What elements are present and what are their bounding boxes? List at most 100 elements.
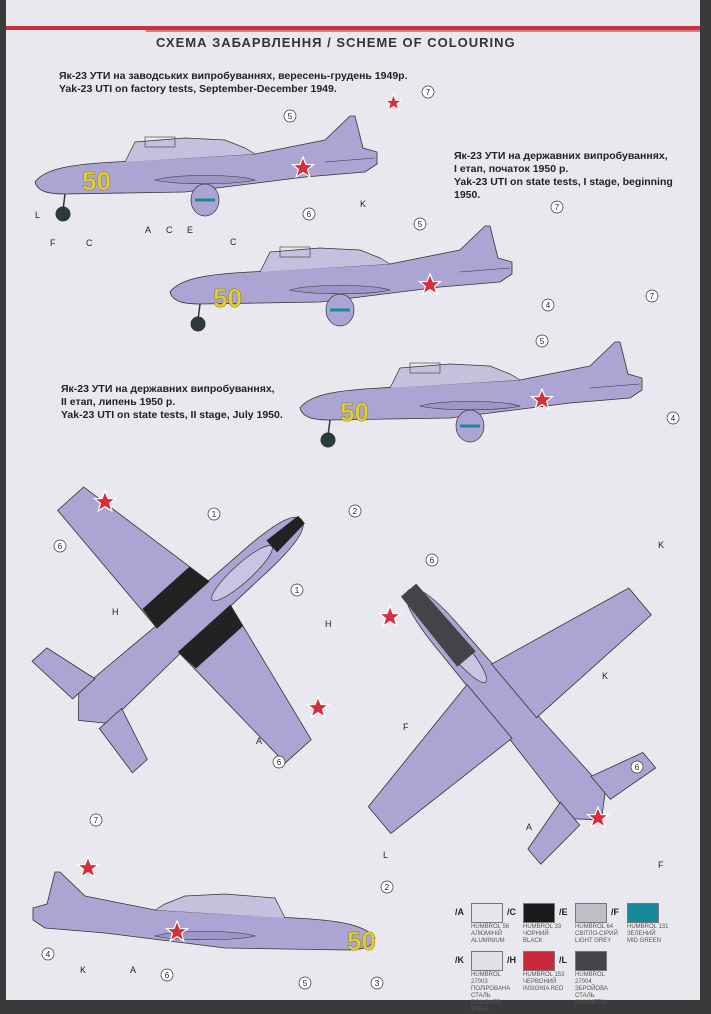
label-F3: F (658, 860, 664, 870)
page-title: СХЕМА ЗАБАРВЛЕННЯ / SCHEME OF COLOURING (156, 35, 516, 50)
callout-2: 2 (353, 507, 358, 516)
callout-6b: 6 (58, 542, 63, 551)
header-stripe-thin (146, 30, 700, 32)
caption-uk: Як-23 УТИ на заводських випробуваннях, в… (59, 70, 408, 82)
label-C2: C (166, 225, 173, 235)
legend-swatch (575, 903, 607, 923)
top-view (0, 392, 416, 848)
label-C3: C (230, 237, 237, 247)
label-A: A (145, 225, 151, 235)
callout-1b: 1 (295, 586, 300, 595)
label-F: F (50, 238, 56, 248)
label-K: K (360, 199, 366, 209)
caption-uk-line2: II етап, липень 1950 р. (61, 396, 176, 408)
yellow-number-4: 50 (347, 926, 376, 956)
legend-letter: /E (559, 907, 568, 917)
legend-letter: /A (455, 907, 464, 917)
legend-text: ALUMINIUM (471, 938, 505, 944)
profile-state-tests-1 (168, 224, 514, 333)
callout-5c: 5 (540, 337, 545, 346)
caption-en: Yak-23 UTI on factory tests, September-D… (59, 83, 337, 95)
caption-en: Yak-23 UTI on state tests, II stage, Jul… (61, 409, 283, 421)
legend-text: HUMBROL 27003 (471, 972, 501, 985)
profile-bottom (32, 871, 376, 951)
legend-text: HUMBROL 27004 (575, 972, 605, 985)
callout-4d: 4 (46, 950, 51, 959)
legend-text: HUMBROL 64 (575, 924, 614, 930)
profile-state-tests-2 (298, 340, 644, 449)
legend-letter: /F (611, 907, 619, 917)
red-star-wing-right (306, 696, 330, 718)
legend-text: АЛЮМІНІЙ (471, 931, 503, 937)
label-A2: A (256, 736, 262, 746)
caption-state-tests-2: Як-23 УТИ на державних випробуваннях, II… (61, 383, 283, 422)
callout-6f: 6 (165, 971, 170, 980)
legend-text: BLACK (523, 938, 543, 944)
label-L2: L (383, 850, 388, 860)
legend-text: GUNMETAL (575, 1000, 608, 1006)
label-K3: K (602, 671, 608, 681)
bottom-view (277, 480, 711, 930)
callout-5d: 5 (303, 979, 308, 988)
legend-text: ПОЛІРОВАНА СТАЛЬ (471, 986, 511, 999)
callout-6d: 6 (430, 556, 435, 565)
caption-state-tests-1: Як-23 УТИ на державних випробуваннях, I … (454, 150, 700, 202)
callout-stars (41, 85, 680, 990)
callout-5: 5 (288, 112, 293, 121)
legend-letter: /C (507, 907, 516, 917)
legend-text: ЧЕРВОНИЙ (523, 979, 557, 985)
caption-uk-line2: I етап, початок 1950 р. (454, 163, 569, 175)
legend-text: ЗЕЛЕНИЙ (627, 931, 656, 937)
label-L: L (35, 210, 40, 220)
legend-text: MID GREEN (627, 938, 662, 944)
legend-text: INSIGNIA RED (523, 986, 564, 992)
yellow-number-2: 50 (213, 283, 242, 313)
profile-factory-tests (33, 94, 402, 223)
label-C: C (86, 238, 93, 248)
caption-uk-line1: Як-23 УТИ на державних випробуваннях, (454, 150, 668, 162)
callout-7b: 7 (555, 203, 560, 212)
label-A4: A (130, 965, 136, 975)
legend-text: СВІТЛО-СІРИЙ (575, 931, 618, 937)
yellow-number-3: 50 (340, 397, 369, 427)
legend-letter: /L (559, 955, 567, 965)
legend-text: LIGHT GREY (575, 938, 612, 944)
legend-text: ЗБРОЙОВА СТАЛЬ (575, 986, 608, 999)
callout-6: 6 (307, 210, 312, 219)
legend-letter: /K (455, 955, 464, 965)
callout-6c: 6 (277, 758, 282, 767)
legend-swatch (523, 951, 555, 971)
legend-swatch (523, 903, 555, 923)
callout-2b: 2 (385, 883, 390, 892)
callout-3: 3 (375, 979, 380, 988)
legend-swatch (627, 903, 659, 923)
label-H2: H (325, 619, 332, 629)
callout-4c: 4 (671, 414, 676, 423)
caption-uk-line1: Як-23 УТИ на державних випробуваннях, (61, 383, 275, 395)
legend-text: HUMBROL 56 (471, 924, 510, 930)
caption-factory-tests: Як-23 УТИ на заводських випробуваннях, в… (59, 70, 408, 96)
label-K4: K (80, 965, 86, 975)
label-K2: K (658, 540, 664, 550)
label-A3: A (526, 822, 532, 832)
legend-swatch (471, 903, 503, 923)
callout-7: 7 (426, 88, 431, 97)
legend-text: POLISHED STEEL (471, 1000, 502, 1013)
callout-6e: 6 (635, 763, 640, 772)
legend-text: HUMBROL 33 (523, 924, 562, 930)
legend-text: HUMBROL 153 (523, 972, 565, 978)
callout-1: 1 (212, 510, 217, 519)
label-E: E (187, 225, 193, 235)
label-H: H (112, 607, 119, 617)
callout-7d: 7 (94, 816, 99, 825)
yellow-number-1: 50 (82, 166, 111, 196)
legend-swatch (471, 951, 503, 971)
